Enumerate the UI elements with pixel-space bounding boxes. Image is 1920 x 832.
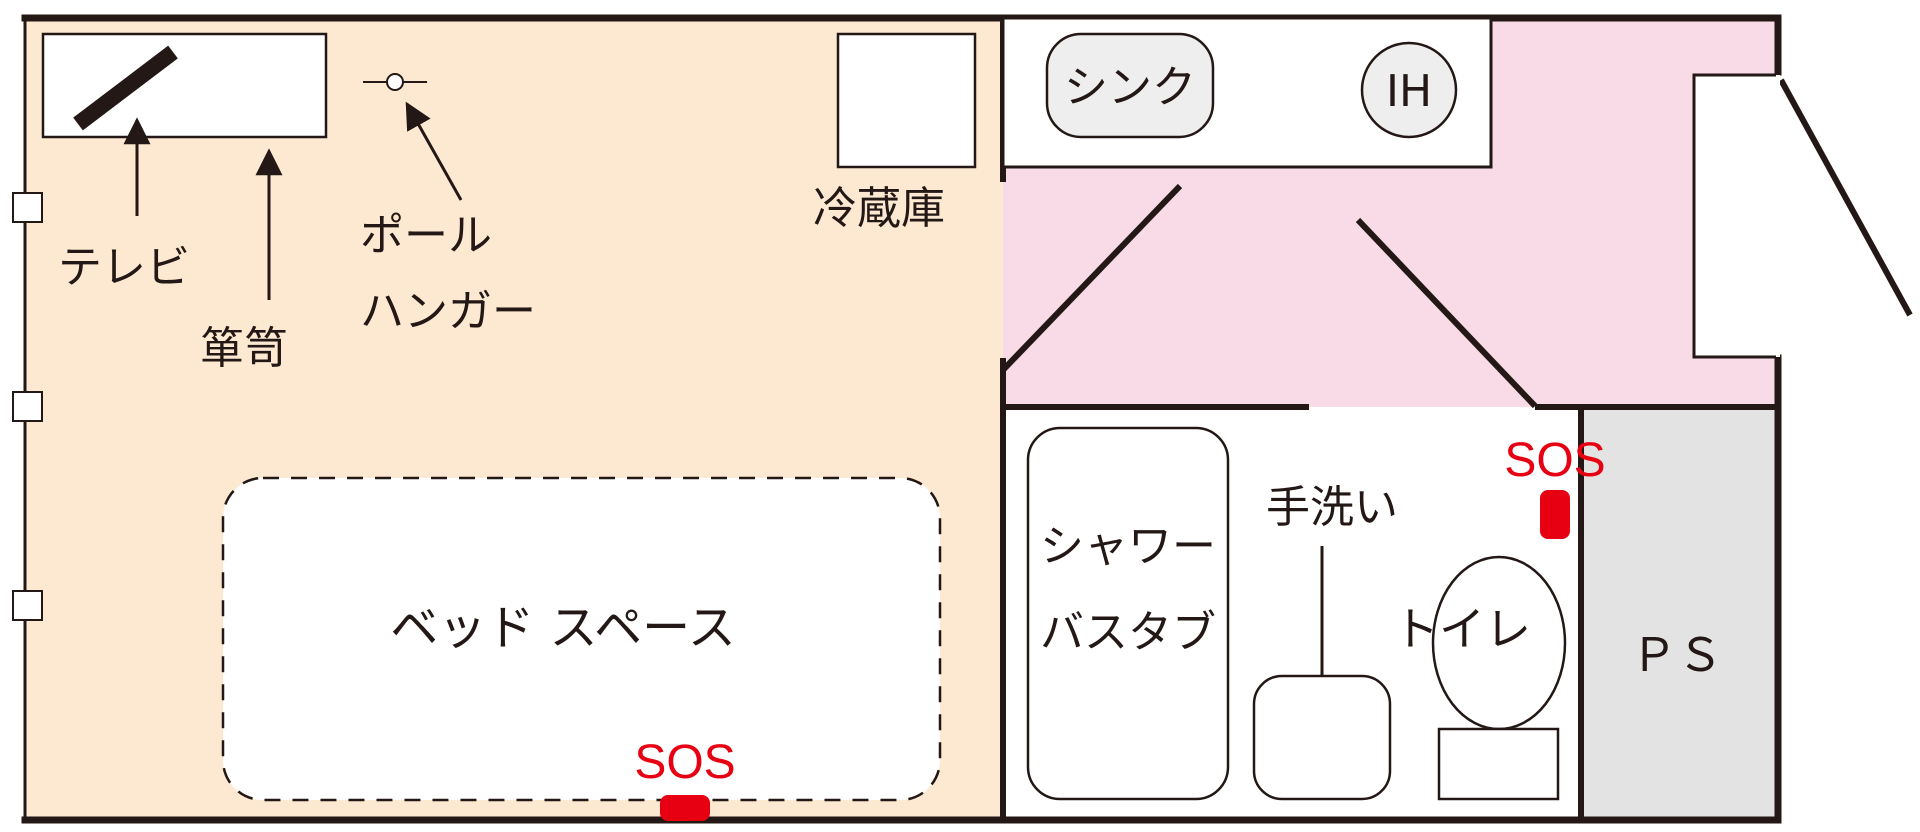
shower-label-line1: シャワー [1040,521,1216,572]
entrance-door-frame [1692,73,1780,359]
tv-icon [73,45,178,131]
fridge-label: 冷蔵庫 [813,183,945,234]
shower-label-line2: バスタブ [1040,607,1216,658]
toilet-tank [1437,727,1560,801]
sink [1045,32,1215,139]
label-arrows [123,101,1336,705]
sos-button-icon[interactable] [1540,490,1570,539]
hand-wash-basin [1252,674,1392,801]
window-posts [12,192,43,621]
pole-hanger-label-line1: ポール [360,210,492,261]
chest-label: 箪笥 [200,323,288,374]
ps-label: ＰＳ [1631,628,1723,682]
toilet-label: トイレ [1393,602,1531,656]
pole-hanger-label-line2: ハンガー [360,286,536,337]
bed-space-label: ベッド スペース [390,600,736,656]
fridge [836,32,977,169]
hand-wash-label: 手洗い [1266,482,1398,533]
ih-stove [1360,41,1458,139]
entrance-door-gap [1776,75,1780,357]
sos-label-bath: SOS [1504,434,1605,487]
pole-hanger-icon [363,73,427,91]
bathtub [1026,426,1230,801]
bed-space [221,476,942,802]
door-swings [1000,78,1913,409]
ps-area [1581,407,1778,820]
ih-label: IH [1386,66,1432,117]
sos-button-icon[interactable] [660,795,710,821]
sink-label: シンク [1064,62,1196,113]
sos-label-bed: SOS [634,736,735,789]
tv-label: テレビ [58,242,190,293]
